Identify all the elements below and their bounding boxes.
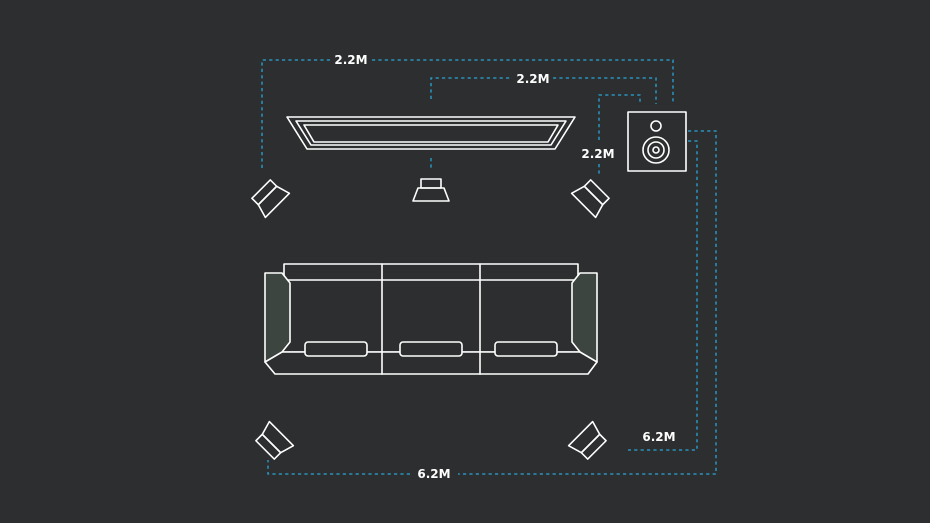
dimension-line-top-inner [430,77,657,104]
sofa-icon [264,263,598,375]
distance-label-top-inner: 2.2M [516,72,549,86]
front-left-speaker-icon [251,179,291,219]
front-right-speaker-icon [570,179,610,219]
distance-label-top-outer: 2.2M [334,53,367,67]
dimension-lines [261,59,717,475]
subwoofer-icon [627,111,687,172]
dimension-line-top-outer [261,59,674,168]
dimension-line-front-right [598,94,641,140]
dimension-line-bottom [267,130,717,475]
distance-label-rear-right: 6.2M [642,430,675,444]
dimension-line-rear-right [628,140,698,451]
distance-label-bottom: 6.2M [417,467,450,481]
center-speaker-icon [412,178,450,202]
distance-label-front-right: 2.2M [581,147,614,161]
rear-left-speaker-icon [255,420,295,460]
tv-icon [286,116,576,150]
rear-right-speaker-icon [567,420,607,460]
